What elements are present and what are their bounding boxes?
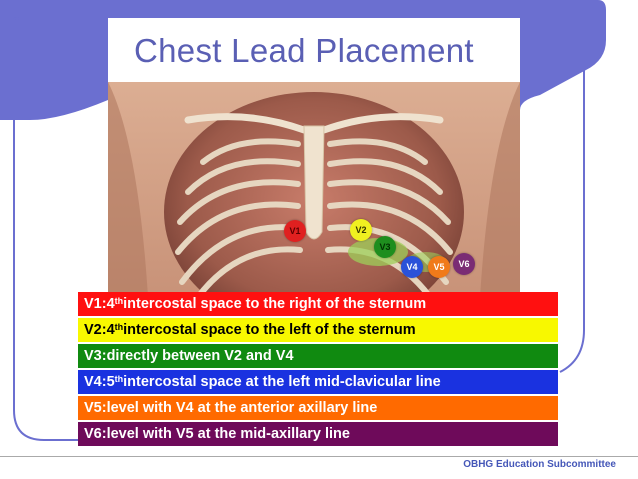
electrode-v2-label: V2 (355, 225, 367, 235)
placement-lead: V2: (84, 322, 107, 338)
chest-illustration (108, 82, 520, 297)
placement-text: level with V5 at the mid-axillary line (106, 426, 350, 442)
placement-lead: V4: (84, 374, 107, 390)
electrode-v4: V4 (401, 256, 423, 278)
footer-divider (0, 456, 638, 457)
placement-text: directly between V2 and V4 (106, 348, 294, 364)
placement-lead: V6: (84, 426, 107, 442)
placement-lead: V3: (84, 348, 107, 364)
placement-lead: V1: (84, 296, 107, 312)
electrode-v5-label: V5 (433, 262, 445, 272)
title-box: Chest Lead Placement (108, 28, 520, 82)
electrode-v5: V5 (428, 256, 450, 278)
electrode-v2: V2 (350, 219, 372, 241)
placement-lead: V5: (84, 400, 107, 416)
placement-row-v5: V5: level with V4 at the anterior axilla… (78, 396, 558, 422)
placement-number: 4 (106, 322, 115, 338)
page-title: Chest Lead Placement (134, 32, 474, 69)
placement-row-v6: V6: level with V5 at the mid-axillary li… (78, 422, 558, 448)
electrode-v6: V6 (453, 253, 475, 275)
placement-number: 4 (106, 296, 115, 312)
electrode-v1: V1 (284, 220, 306, 242)
electrode-v6-label: V6 (458, 259, 470, 269)
placement-number: 5 (106, 374, 115, 390)
electrode-v4-label: V4 (406, 262, 418, 272)
placement-text: intercostal space at the left mid-clavic… (123, 374, 441, 390)
placement-text: intercostal space to the right of the st… (123, 296, 427, 312)
electrode-v3-label: V3 (379, 242, 391, 252)
ribcage-image (108, 82, 520, 297)
electrode-v3: V3 (374, 236, 396, 258)
electrode-v1-label: V1 (289, 226, 301, 236)
placement-row-v3: V3: directly between V2 and V4 (78, 344, 558, 370)
placement-text: level with V4 at the anterior axillary l… (106, 400, 378, 416)
placement-text: intercostal space to the left of the ste… (123, 322, 416, 338)
footer-credit: OBHG Education Subcommittee (463, 459, 616, 470)
